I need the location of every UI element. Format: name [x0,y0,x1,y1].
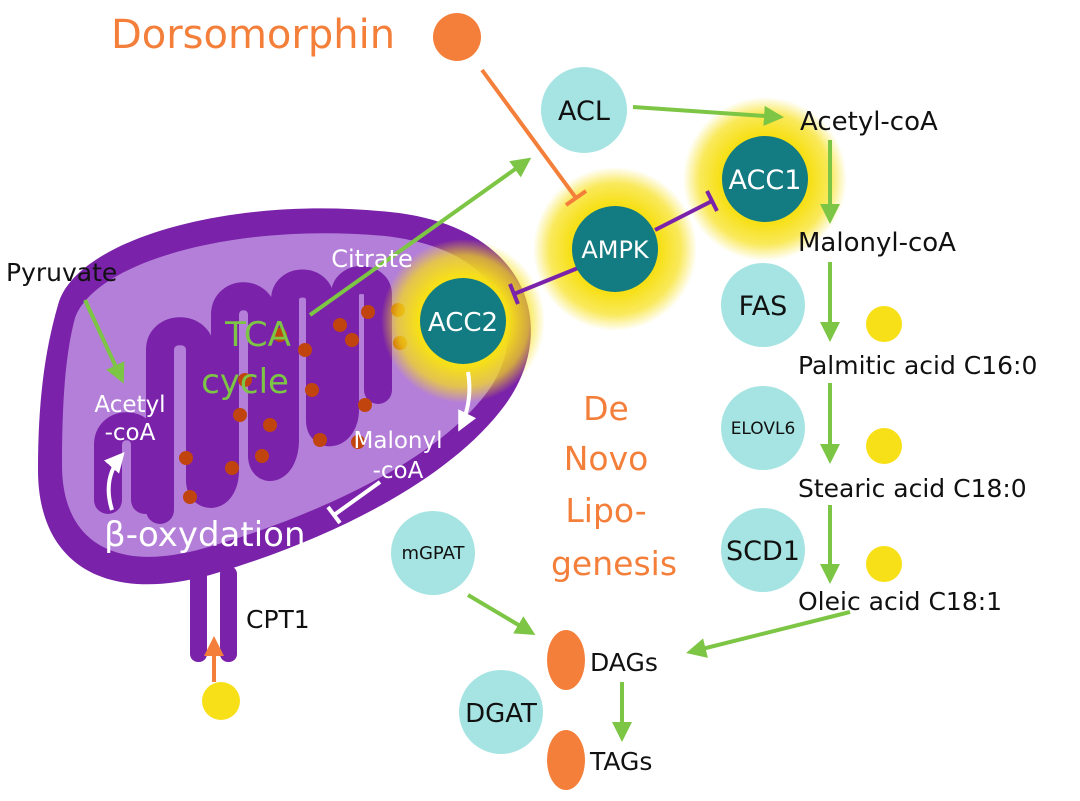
elovl6-node [721,386,805,470]
dnl-line1: De [583,389,629,428]
acc1-label: ACC1 [729,165,802,196]
enzyme-circles-dark [420,136,808,364]
arrow-acc2-to-malonyl [458,371,477,432]
acc2-label: ACC2 [428,308,498,338]
dgat-label: DGAT [465,699,537,729]
inhibit-bar-beta [326,505,342,525]
green-arrows [83,105,851,742]
acl-label: ACL [558,96,610,127]
mito-malonyl-line2: -coA [373,458,424,484]
scd1-node [721,508,805,592]
malonyl-coa-label: Malonyl-coA [798,228,956,258]
yellow-dot-cpt1 [202,682,240,720]
oleic-label: Oleic acid C18:1 [798,587,1002,616]
cristae [94,266,392,524]
mito-malonyl-line1: Malonyl [354,428,443,454]
inhibition-lines [326,68,719,525]
inhibit-ampk-acc1 [654,199,713,232]
dnl-line2: Novo [564,439,649,478]
elovl6-label: ELOVL6 [731,419,796,439]
dags-blob [547,630,585,690]
acc1-node [722,136,808,222]
scd1-label: SCD1 [726,536,800,567]
yellow-dot-stearic [866,428,902,464]
dorsomorphin-label: Dorsomorphin [111,12,395,58]
inhibit-malonyl-beta [332,480,382,517]
arrow-citrate-to-acl [308,157,532,317]
acc2-node [420,278,506,364]
arrow-oleic-to-dags [686,610,851,658]
inhibit-bar-ampk [564,189,588,207]
beta-oxidation-label: β-oxydation [104,515,306,555]
arrow-beta-to-acetyl [103,451,125,511]
ampk-node [572,206,658,292]
arrow-mgpat-to-dags [466,593,536,636]
tags-blob [547,730,585,790]
mito-acetyl-line2: -coA [105,420,156,446]
fas-label: FAS [739,291,788,322]
inhibit-bar-acc2 [508,283,520,305]
mito-acetyl-line1: Acetyl [94,392,165,418]
inhibit-dorsomorphin-ampk [480,68,578,200]
cpt1-channel [190,566,237,662]
dags-label: DAGs [590,648,658,677]
dorsomorphin-dot [433,13,481,61]
yellow-dot-oleic [866,546,902,582]
acetyl-coa-label: Acetyl-coA [800,107,938,137]
tags-label: TAGs [589,747,652,776]
dgat-node [459,670,543,754]
mgpat-label: mGPAT [401,543,465,564]
enzyme-circles-light [391,67,805,754]
cpt1-label: CPT1 [246,605,310,634]
pyruvate-label: Pyruvate [6,258,117,287]
citrate-label: Citrate [331,245,413,273]
fas-node [721,263,805,347]
ampk-label: AMPK [581,236,650,264]
mgpat-node [391,511,475,595]
inhibit-ampk-acc2 [513,266,579,296]
tca-label-line2: cycle [201,362,289,402]
arrow-acl-to-acetyl [632,105,784,126]
yellow-dot-palmitic [866,306,902,342]
dnl-line4: genesis [551,544,677,583]
acl-node [541,67,627,153]
inhibit-bar-acc1 [705,190,719,212]
tca-label-line1: TCA [224,315,291,355]
stearic-label: Stearic acid C18:0 [798,474,1027,503]
dnl-line3: Lipo- [565,491,646,530]
matrix-dots [179,303,407,504]
palmitic-label: Palmitic acid C16:0 [798,351,1037,380]
arrow-pyruvate [83,299,125,384]
